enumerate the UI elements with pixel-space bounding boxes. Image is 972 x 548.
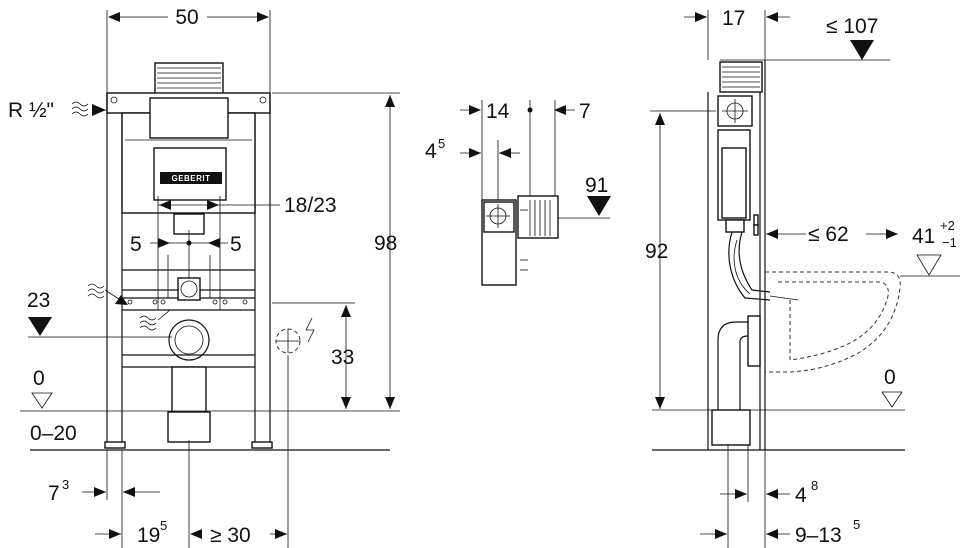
cistern-top-unit [149,97,229,139]
level-triangle-filled-left [28,317,52,336]
label-inlet-height: 23 [27,289,50,312]
water-wave-icon-lower [87,283,157,331]
label-axis-left-sup: 5 [160,518,167,533]
flush-plate [154,62,224,97]
label-floor-range: 0–20 [30,422,77,445]
electric-bolt-icon [305,317,315,343]
label-bowl-tol-minus: −1 [942,235,957,250]
drain-outlet [168,319,210,361]
label-wall-range: 9–13 [795,524,842,547]
label-floor-zero-left: 0 [33,367,45,390]
label-detail-top-right: 7 [579,100,591,123]
label-detail-offset: 4 [425,140,437,163]
label-axis-left: 19 [137,524,160,547]
label-bowl-projection: ≤ 62 [808,223,849,246]
brand-logo-text: GEBERIT [171,174,210,183]
level-triangle-filled-side [850,40,874,60]
label-leg-offset-sup: 3 [62,477,69,492]
label-axis-right: ≥ 30 [210,524,251,547]
label-flush-cutout: 18/23 [284,194,337,217]
label-wall-range-sup: 5 [853,517,860,532]
side-view: 17 ≤ 107 [645,7,960,548]
label-side-depth-max: ≤ 107 [826,15,878,38]
label-actuator-right: 5 [230,233,242,256]
label-side-depth: 17 [722,7,745,30]
label-power-height: 33 [331,346,354,369]
floor-level-triangle-icon-right [881,391,903,408]
label-total-height: 98 [374,232,397,255]
frame-holes [127,299,248,305]
label-detail-height: 91 [585,174,608,197]
arrow-50-left [108,12,120,22]
wall-hung-bowl [765,271,901,373]
front-view: 50 GEBERIT 18/23 5 5 [8,6,400,548]
label-side-height: 92 [645,240,668,263]
label-wall-offset: 4 [795,484,807,507]
side-drain-bend [717,321,760,410]
level-triangle-filled-detail [587,196,611,216]
arrow-50-right [257,12,269,22]
label-bowl-height: 41 [912,225,935,248]
label-detail-top-left: 14 [486,100,510,123]
brand-logo-plate [160,172,222,184]
label-water-inlet: R ½" [8,99,54,122]
floor-level-triangle-icon [31,392,53,409]
water-wave-icon [71,101,89,117]
label-wall-offset-sup: 8 [811,478,818,493]
label-bowl-tol-plus: +2 [940,218,955,233]
label-actuator-left: 5 [130,233,142,256]
label-leg-offset: 7 [48,482,60,505]
label-floor-zero-right: 0 [884,366,896,389]
detail-view: 14 7 4 5 91 [425,100,611,286]
detail-valve-body [517,195,559,239]
label-width-50: 50 [175,6,198,29]
floor-level-triangle-icon-bowl [916,254,942,276]
side-flush-pipe [728,231,771,301]
label-detail-offset-sup: 5 [438,136,445,151]
drain-pipe [167,411,211,443]
side-drain-pipe [711,409,751,446]
